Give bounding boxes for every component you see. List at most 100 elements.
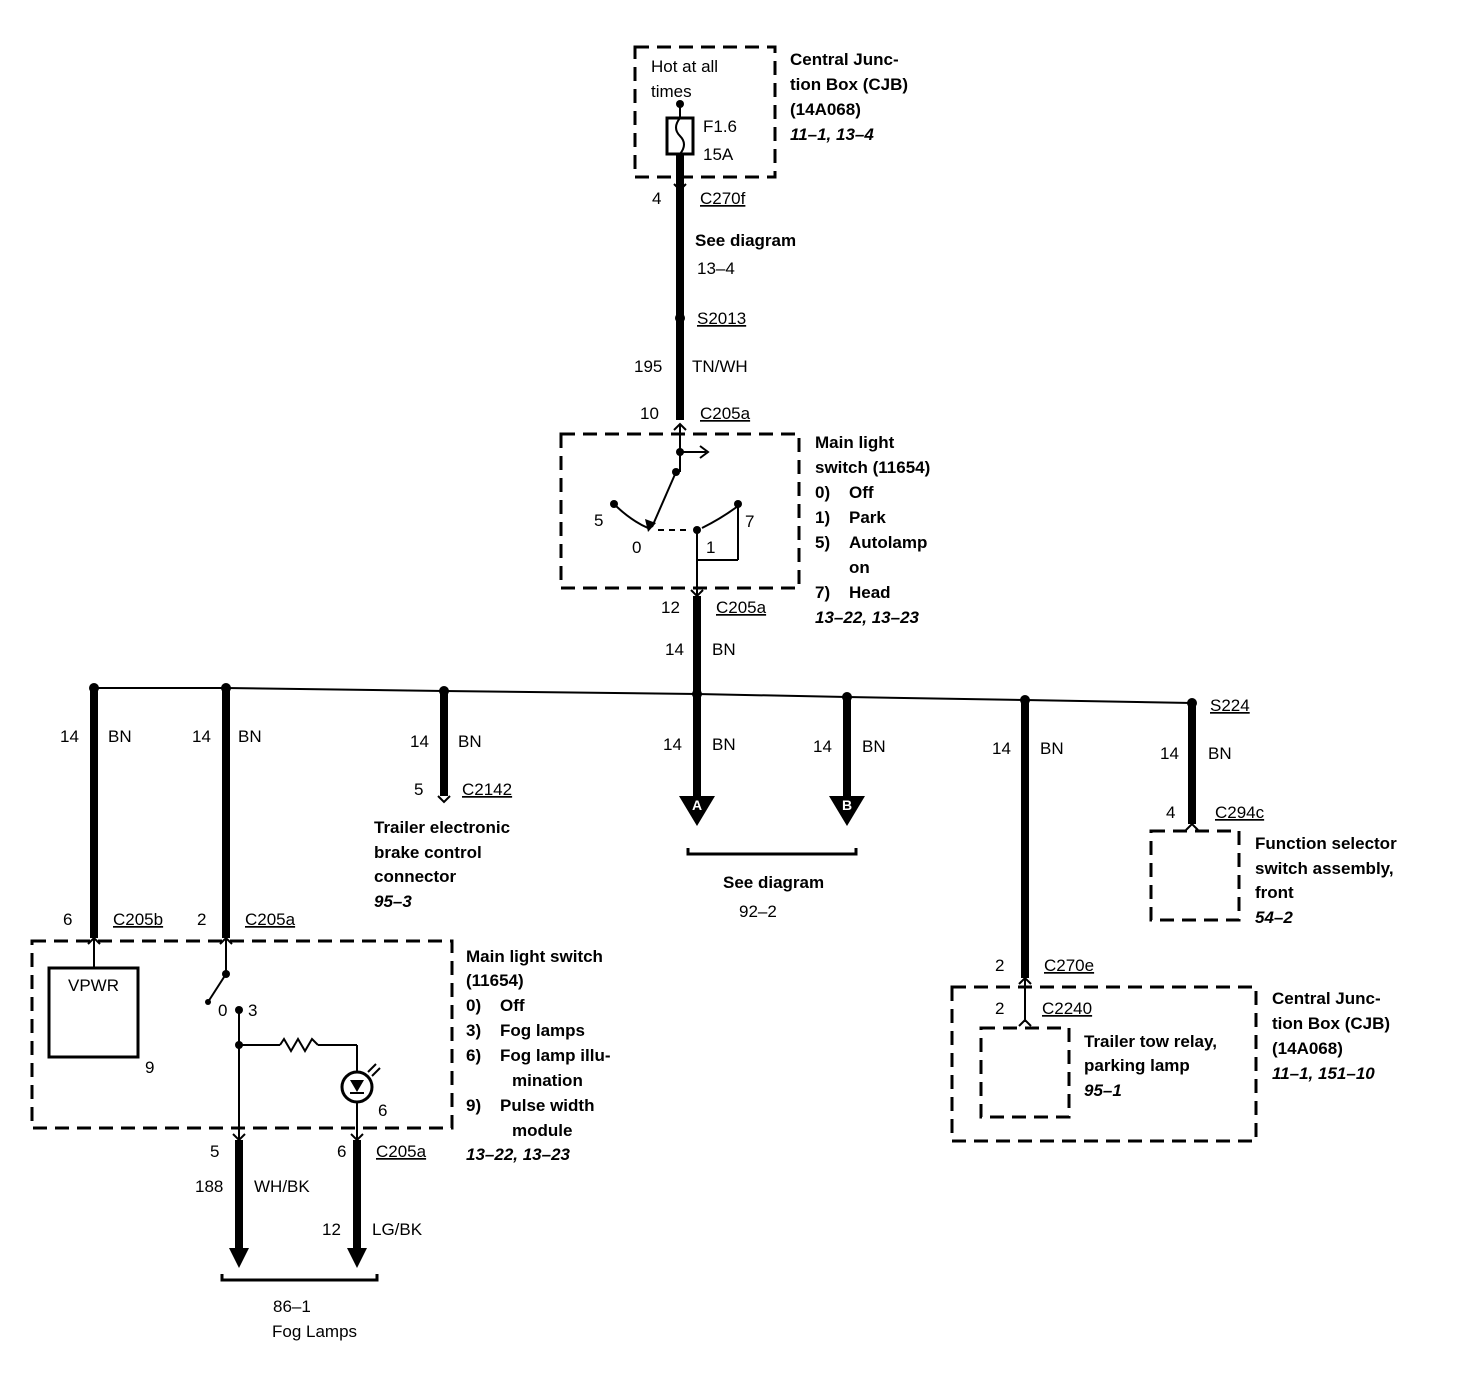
branch0-color: BN — [108, 727, 132, 746]
lamp-light-rays-icon — [367, 1063, 381, 1077]
switch2-mode-3: mination — [512, 1071, 583, 1090]
branch5-circuit: 14 — [992, 739, 1011, 758]
switch2-ref: 13–22, 13–23 — [466, 1145, 571, 1164]
cjb-top-ref: 11–1, 13–4 — [790, 125, 874, 144]
switch2-mode-n-1: 3) — [466, 1021, 481, 1040]
switch1-pos5: 5 — [594, 511, 603, 530]
switch1-mode-4: Head — [849, 583, 891, 602]
switch2-pin-mid: 2 — [197, 910, 206, 929]
fog-circuit-1: 188 — [195, 1177, 223, 1196]
switch1-mode-n-1: 1) — [815, 508, 830, 527]
cjb-top-title-1: Central Junc- — [790, 50, 899, 69]
fog-label: Fog Lamps — [272, 1322, 357, 1341]
fog-bracket — [220, 1274, 379, 1282]
branch3-color: BN — [712, 735, 736, 754]
switch1-pos7: 7 — [745, 512, 754, 531]
cjb-top-box — [633, 45, 777, 179]
switch1-arc-left — [613, 503, 649, 529]
switch1-out-color: BN — [712, 640, 736, 659]
cjb-top-title-3: (14A068) — [790, 100, 861, 119]
switch2-pos0: 0 — [218, 1001, 227, 1020]
switch1-title-2: switch (11654) — [815, 458, 930, 477]
branch0-circuit: 14 — [60, 727, 79, 746]
branch1-color: BN — [238, 727, 262, 746]
wire-top-see-ref: 13–4 — [697, 259, 735, 278]
arrow-a-label: A — [692, 797, 702, 813]
switch1-mode-1: Park — [849, 508, 886, 527]
switch1-mode-2: Autolamp — [849, 533, 927, 552]
switch2-mode-4: Pulse width — [500, 1096, 594, 1115]
switch2-blade — [207, 973, 227, 1003]
switch2-connector-mid: C205a — [245, 910, 296, 929]
trailer-tow-relay-box — [979, 1026, 1071, 1119]
cjb-top-hot-line2: times — [651, 82, 692, 101]
switch1-ref: 13–22, 13–23 — [815, 608, 920, 627]
splice-s2013-dot — [675, 313, 685, 323]
wire-top-connector-in: C205a — [700, 404, 751, 423]
switch2-mode-n-4: 9) — [466, 1096, 481, 1115]
switch1-mode-n-2: 5) — [815, 533, 830, 552]
branch1-circuit: 14 — [192, 727, 211, 746]
switch1-out-circuit: 14 — [665, 640, 684, 659]
function-selector-title-3: front — [1255, 883, 1294, 902]
branch2-connector: C2142 — [462, 780, 512, 799]
trailer-connector-title-1: Trailer electronic — [374, 818, 510, 837]
fog-arrow-1-icon — [229, 1248, 249, 1268]
connector-c270f-mark — [673, 183, 687, 192]
wire-top-circuit: 195 — [634, 357, 662, 376]
switch2-connector-left: C205b — [113, 910, 163, 929]
connector-c205a-out-mark — [690, 589, 704, 598]
branch6-color: BN — [1208, 744, 1232, 763]
fog-arrow-2-icon — [347, 1248, 367, 1268]
switch2-mode-2: Fog lamp illu- — [500, 1046, 611, 1065]
switch1-mode-3: on — [849, 558, 870, 577]
switch2-lamp-pin: 6 — [378, 1101, 387, 1120]
cjb-bottom-connector2-mark — [1018, 1018, 1032, 1027]
lamp-diode-icon — [350, 1080, 364, 1092]
branch5-color: BN — [1040, 739, 1064, 758]
relay-title-2: parking lamp — [1084, 1056, 1190, 1075]
splice-s224: S224 — [1210, 696, 1250, 715]
switch2-title-2: (11654) — [466, 971, 524, 990]
branch4-circuit: 14 — [813, 737, 832, 756]
function-selector-title-2: switch assembly, — [1255, 859, 1394, 878]
switch2-mode-5: module — [512, 1121, 572, 1140]
vpwr-pin: 9 — [145, 1058, 154, 1077]
fuse-id: F1.6 — [703, 117, 737, 136]
trailer-connector-title-2: brake control — [374, 843, 482, 862]
function-selector-title-1: Function selector — [1255, 834, 1397, 853]
relay-title-1: Trailer tow relay, — [1084, 1032, 1217, 1051]
fog-circuit-2: 12 — [322, 1220, 341, 1239]
cjb-bottom-title-2: tion Box (CJB) — [1272, 1014, 1390, 1033]
see-ab-bracket — [686, 848, 858, 856]
trailer-connector-title-3: connector — [374, 867, 457, 886]
switch1-mode-n-0: 0) — [815, 483, 830, 502]
switch2-mode-n-0: 0) — [466, 996, 481, 1015]
vpwr-box — [47, 966, 140, 1059]
fog-out-connector: C205a — [376, 1142, 427, 1161]
switch2-title-1: Main light switch — [466, 947, 603, 966]
switch1-out-connector: C205a — [716, 598, 767, 617]
switch1-wiper-line — [651, 471, 677, 528]
fog-color-2: LG/BK — [372, 1220, 423, 1239]
switch2-pos0-dot — [205, 999, 211, 1005]
switch1-pos1: 1 — [706, 538, 715, 557]
switch2-mode-n-2: 6) — [466, 1046, 481, 1065]
switch1-mode-n-4: 7) — [815, 583, 830, 602]
switch2-mode-1: Fog lamps — [500, 1021, 585, 1040]
switch1-link-arrow-icon — [699, 445, 710, 459]
fog-out-pin2: 6 — [337, 1142, 346, 1161]
branch2-color: BN — [458, 732, 482, 751]
wire-top-color: TN/WH — [692, 357, 748, 376]
arrow-a-icon — [679, 796, 715, 826]
arrow-b-label: B — [842, 797, 852, 813]
wire-top-see: See diagram — [695, 231, 796, 250]
function-selector-ref: 54–2 — [1255, 908, 1293, 927]
switch2-pos3: 3 — [248, 1001, 257, 1020]
switch1-wiper-arrow-icon — [645, 519, 656, 532]
branch6-circuit: 14 — [1160, 744, 1179, 763]
switch1-mode-0: Off — [849, 483, 874, 502]
cjb-bottom-box — [950, 985, 1258, 1143]
see-ab-ref: 92–2 — [739, 902, 777, 921]
vpwr-label: VPWR — [68, 976, 119, 995]
